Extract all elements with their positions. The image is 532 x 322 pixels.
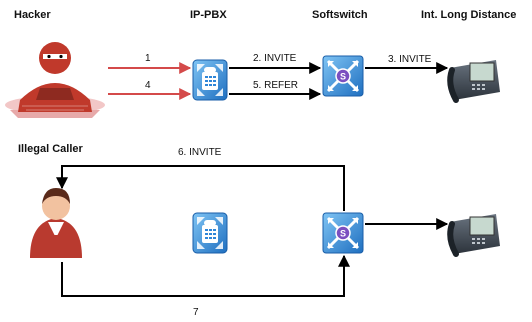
ippbx-header: IP-PBX bbox=[190, 9, 227, 21]
softswitch-icon: S bbox=[322, 55, 364, 97]
arrow-step-6 bbox=[56, 165, 345, 211]
svg-text:S: S bbox=[340, 72, 346, 82]
intl-long-distance-header: Int. Long Distance bbox=[421, 9, 517, 21]
step-6-label: 6. INVITE bbox=[178, 147, 222, 158]
ippbx-icon-bottom bbox=[192, 212, 228, 254]
svg-text:S: S bbox=[340, 229, 346, 239]
illegal-caller-icon bbox=[30, 188, 82, 258]
softswitch-icon-bottom: S bbox=[322, 212, 364, 254]
illegal-caller-header: Illegal Caller bbox=[18, 143, 83, 155]
arrow-step-7 bbox=[61, 254, 350, 297]
step-1-label: 1 bbox=[145, 53, 151, 64]
hacker-header: Hacker bbox=[14, 9, 51, 21]
step-7-label: 7 bbox=[193, 307, 199, 318]
softswitch-header: Softswitch bbox=[312, 9, 368, 21]
step-3-label: 3. INVITE bbox=[388, 54, 432, 65]
ippbx-icon bbox=[192, 59, 228, 101]
phone-icon-bottom bbox=[447, 214, 500, 257]
step-4-label: 4 bbox=[145, 80, 151, 91]
phone-icon-top bbox=[447, 60, 500, 103]
hacker-icon bbox=[5, 42, 105, 118]
step-2-label: 2. INVITE bbox=[253, 53, 297, 64]
step-5-label: 5. REFER bbox=[253, 80, 299, 91]
